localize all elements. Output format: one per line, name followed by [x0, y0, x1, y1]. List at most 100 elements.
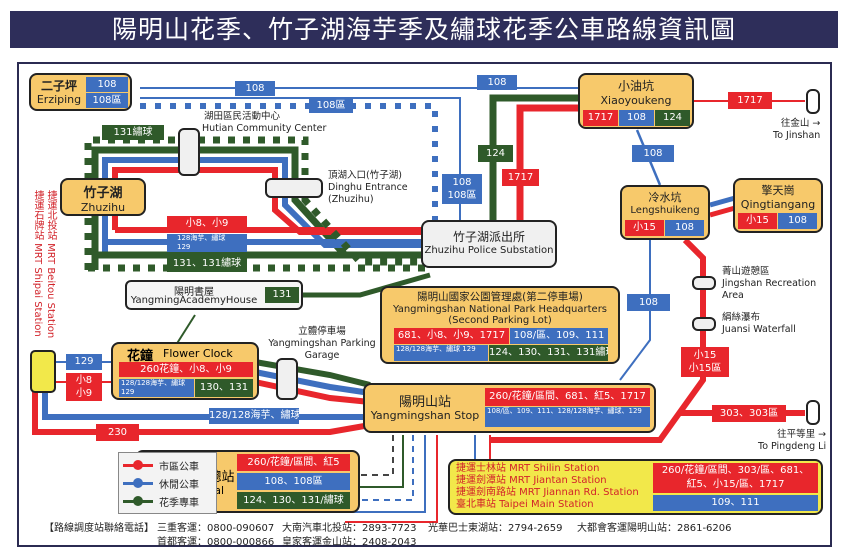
station-name-zh: 竹子湖	[83, 186, 123, 201]
stop-marker-dinghu[interactable]	[265, 178, 323, 198]
label-zh: 往平等里 →	[777, 429, 827, 440]
stop-marker-mrt-beitou[interactable]	[30, 350, 56, 393]
label-jingshan: 菁山遊憩區 Jingshan Recreation Area	[722, 266, 816, 302]
route-tag: 小15	[625, 220, 664, 236]
route-tag-x15: 小15 小15區	[681, 347, 729, 377]
station-lengshuikeng[interactable]: 冷水坑 Lengshuikeng 小15 108	[620, 185, 710, 240]
route-tag-230: 230	[96, 424, 139, 441]
route-108-down	[619, 240, 651, 381]
route-tag-108-xyk: 108	[632, 145, 674, 162]
station-mrt-box[interactable]: 捷運士林站 MRT Shilin Station 捷運劍潭站 MRT Jiant…	[448, 459, 823, 515]
route-tag-blue: 109、111	[653, 495, 818, 511]
route-tag-108-108area: 108 108區	[442, 174, 482, 204]
stop-marker-jingshan[interactable]	[692, 276, 716, 290]
station-flower-clock[interactable]: 花鐘 Flower Clock 260花鐘、小8、小9 128/128海芋、繡球…	[111, 342, 259, 400]
station-police[interactable]: 竹子湖派出所 Zhuzihu Police Substation	[421, 220, 557, 268]
route-tag-1717-east: 1717	[728, 92, 772, 109]
station-name-zh: 花鐘	[127, 349, 154, 364]
footer-contact: 大南汽車北投站：2893-7723	[282, 523, 417, 534]
route-1717	[516, 104, 580, 225]
station-qingtiangang[interactable]: 擎天崗 Qingtiangang 小15 108	[733, 178, 823, 233]
route-tag-131-hydrangea: 131繡球	[102, 125, 164, 140]
legend-dot-icon	[133, 459, 143, 470]
stop-marker-garage[interactable]	[276, 358, 298, 400]
route-term-red	[345, 435, 438, 523]
route-tag: 124	[655, 110, 690, 126]
label-en: Dinghu Entrance	[328, 182, 408, 193]
label-zh: 菁山遊憩區	[722, 266, 770, 277]
stop-marker-hutian[interactable]	[178, 128, 200, 176]
station-name-zh: 竹子湖派出所	[452, 230, 525, 244]
station-name-en: Yangmingshan National Park Headquarters	[392, 304, 608, 315]
station-name-en: YangmingAcademyHouse	[130, 295, 258, 306]
label-pingdeng: 往平等里 → To Pingdeng Li	[758, 429, 826, 453]
footer-contact: 首都客運：0800-000866	[157, 537, 275, 548]
label-en-2: Area	[722, 290, 744, 301]
station-name-en: Xiaoyoukeng	[600, 94, 672, 107]
label-en: Jingshan Recreation	[722, 278, 817, 289]
label-mrt-shipai: 捷運石牌站 MRT Shipai Station	[32, 190, 43, 337]
stop-marker-pingdeng[interactable]	[806, 400, 820, 425]
station-name-zh: 冷水坑	[648, 191, 682, 204]
route-tag: 1717	[583, 110, 618, 126]
route-tag: 108	[86, 77, 128, 92]
label-jinshan: 往金山 → To Jinshan	[773, 118, 820, 142]
mrt-line: 捷運劍潭站 MRT Jiantan Station	[456, 475, 607, 486]
label-en: To Jinshan	[773, 130, 821, 141]
footer-contact: 皇家客運金山站：2408-2043	[282, 537, 417, 548]
label-en-2: Garage	[304, 350, 340, 361]
route-term-green	[345, 435, 404, 488]
legend-label: 花季專車	[159, 497, 199, 509]
route-tag-108-hq: 108	[627, 294, 670, 311]
station-name-en: Zhuzihu Police Substation	[424, 245, 554, 256]
station-name-zh: 二子坪	[40, 79, 77, 93]
station-name-zh: 小油坑	[617, 79, 654, 93]
route-tag-red: 260/花鐘/區間、紅5	[237, 454, 350, 471]
route-230	[32, 390, 371, 435]
route-tag-x8x9-v: 小8 小9	[66, 373, 102, 401]
stop-marker-jinshan[interactable]	[806, 89, 820, 114]
station-yangmingshan-stop[interactable]: 陽明山站 Yangmingshan Stop 260/花鐘/區間、681、紅5、…	[363, 383, 656, 433]
page-title: 陽明山花季、竹子湖海芋季及繡球花季公車路線資訊圖	[10, 11, 838, 48]
route-tag: 131	[265, 287, 299, 303]
label-dinghu: 頂湖入口(竹子湖) Dinghu Entrance (Zhuzihu)	[328, 170, 408, 206]
stop-marker-juansi[interactable]	[692, 317, 716, 331]
label-en: Hutian Community Center	[202, 123, 327, 134]
legend-item-flower-bus: 花季專車	[123, 494, 199, 509]
legend-label: 市區公車	[159, 461, 199, 473]
route-108area-dotted	[140, 103, 438, 230]
station-name-en: Erziping	[36, 93, 82, 106]
label-en: Juansi Waterfall	[722, 324, 796, 335]
route-tag-108-top2: 108	[477, 75, 517, 90]
station-hq[interactable]: 陽明山國家公園管理處(第二停車場) Yangmingshan National …	[380, 286, 620, 364]
station-zhuzihu[interactable]: 竹子湖 Zhuzihu	[60, 178, 146, 216]
legend-label: 休閒公車	[159, 479, 199, 491]
route-tag-303: 303、303區	[712, 405, 786, 422]
station-name-zh: 陽明山國家公園管理處(第二停車場)	[417, 291, 583, 303]
route-131-academy	[300, 272, 431, 298]
route-tag-green: 124、130、131/繡球	[237, 492, 350, 509]
label-en: Yangmingshan Parking	[268, 338, 376, 349]
route-tag-red: 681、小8、小9、1717	[394, 328, 509, 344]
route-tag-red: 260/花鐘/區間、681、紅5、1717	[485, 388, 650, 406]
station-name-en-2: (Second Parking Lot)	[448, 315, 552, 326]
label-zh: 往金山 →	[780, 118, 821, 129]
legend-item-city-bus: 市區公車	[123, 458, 199, 473]
route-tag-blue: 108/區、109、111	[510, 328, 608, 344]
route-tag-blue-2: 128/128海芋、繡球 129	[394, 345, 488, 361]
route-link-blue	[709, 195, 736, 208]
mrt-line: 捷運劍南路站 MRT Jiannan Rd. Station	[456, 487, 639, 498]
route-tag-124: 124	[478, 145, 513, 162]
station-academy[interactable]: 陽明書屋 YangmingAcademyHouse 131	[125, 280, 303, 310]
route-flowerclock-academy	[175, 314, 196, 346]
route-tag: 108	[778, 213, 817, 229]
label-en: To Pingdeng Li	[758, 441, 827, 452]
route-tag-128: 128海芋、繡球 129	[167, 234, 247, 252]
route-x15	[490, 237, 706, 443]
route-tag: 小15	[738, 213, 777, 229]
station-erziping[interactable]: 二子坪 Erziping 108 108區	[29, 73, 132, 111]
route-green-dotted-loop	[84, 136, 430, 270]
station-xiaoyoukeng[interactable]: 小油坑 Xiaoyoukeng 1717 108 124	[578, 73, 694, 129]
route-term-black	[345, 435, 394, 476]
station-name-en: Yangmingshan Stop	[370, 409, 480, 422]
